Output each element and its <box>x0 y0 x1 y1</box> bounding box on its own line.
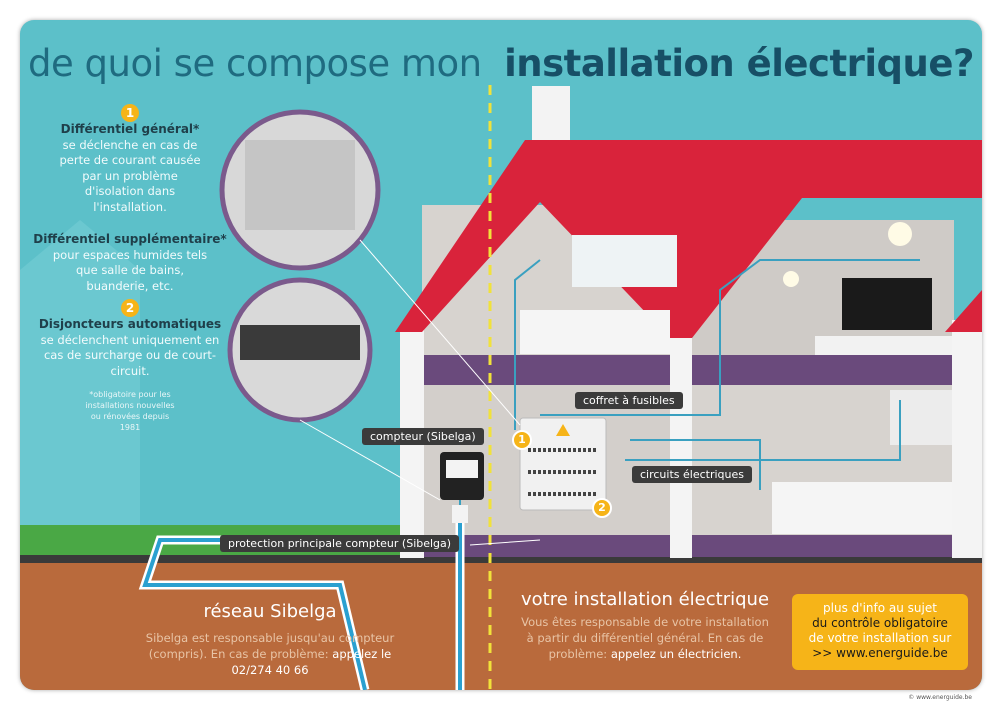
sibelga-section: réseau Sibelga Sibelga est responsable j… <box>130 601 410 678</box>
roof <box>395 140 982 338</box>
item1-block: 1 Différentiel général* se déclenche en … <box>30 104 230 215</box>
item1b-block: Différentiel supplémentaire* pour espace… <box>30 232 230 294</box>
item1b-text: pour espaces humides tels que salle de b… <box>52 247 208 293</box>
floor-lamp-icon <box>783 271 799 287</box>
installation-highlight: appelez un électricien. <box>610 647 742 661</box>
info-line1: plus d'info au sujet <box>823 601 937 615</box>
item2-block: 2 Disjoncteurs automatiques se déclenche… <box>30 299 230 433</box>
label-fuse-box: coffret à fusibles <box>575 392 683 409</box>
installation-title: votre installation électrique <box>520 589 770 610</box>
number-badge: 2 <box>121 299 139 317</box>
label-main-protection: protection principale compteur (Sibelga) <box>220 535 460 552</box>
chimney <box>532 86 570 146</box>
lamp-icon <box>888 222 912 246</box>
info-box[interactable]: plus d'info au sujet du contrôle obligat… <box>792 594 968 670</box>
title-part1: de quoi se compose mon <box>28 42 482 85</box>
main-protection-box <box>452 505 468 523</box>
badge-2: 2 <box>592 498 612 518</box>
label-circuits: circuits électriques <box>632 466 752 483</box>
background-house-silhouette <box>20 220 140 540</box>
installation-section: votre installation électrique Vous êtes … <box>520 589 770 662</box>
fuse-box-icon <box>519 417 607 511</box>
sibelga-phone: appelez le 02/274 40 66 <box>231 647 392 677</box>
item2-heading: Disjoncteurs automatiques <box>38 317 222 331</box>
footnote: *obligatoire pour les installations nouv… <box>85 390 175 432</box>
sibelga-title: réseau Sibelga <box>203 601 337 622</box>
copyright: © www.energuide.be <box>908 694 972 701</box>
item2-text: se déclenchent uniquement en cas de surc… <box>40 332 220 378</box>
bathroom-cabinet <box>520 310 670 354</box>
tv <box>842 278 932 330</box>
item1b-heading: Différentiel supplémentaire* <box>33 232 227 246</box>
illustration <box>20 85 982 690</box>
installation-text: Vous êtes responsable de votre installat… <box>521 615 769 661</box>
connector-lines <box>299 239 541 546</box>
warning-icon <box>556 424 570 436</box>
number-badge: 1 <box>121 104 139 122</box>
sibelga-text: Sibelga est responsable jusqu'au compteu… <box>145 631 395 661</box>
badge-1: 1 <box>512 430 532 450</box>
kitchen-counter <box>772 482 952 534</box>
item1-heading: Différentiel général* <box>60 122 200 136</box>
infographic: de quoi se compose mon installation élec… <box>20 20 982 690</box>
item1-text: se déclenche en cas de perte de courant … <box>59 137 201 214</box>
tv-cabinet <box>815 336 952 355</box>
roof-right <box>945 290 982 332</box>
wall-right <box>952 320 982 558</box>
breakers <box>528 448 598 496</box>
page-title: de quoi se compose mon installation élec… <box>20 42 982 85</box>
info-link[interactable]: >> www.energuide.be <box>812 646 948 660</box>
label-meter: compteur (Sibelga) <box>362 428 484 445</box>
mirror <box>572 235 677 287</box>
ground-edge <box>20 555 982 563</box>
info-line2: du contrôle obligatoire <box>812 616 948 630</box>
title-part2: installation électrique? <box>504 42 974 85</box>
wall-middle <box>670 330 692 558</box>
info-line3: de votre installation sur <box>808 631 952 645</box>
